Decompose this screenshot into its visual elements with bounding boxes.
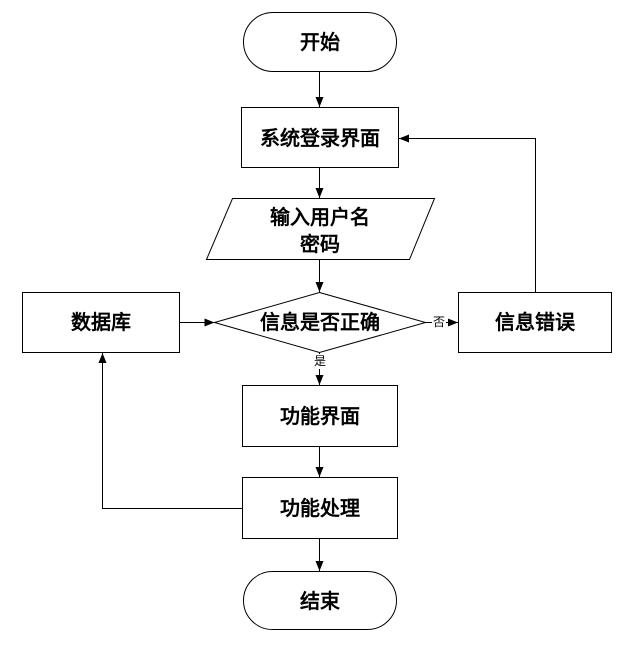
arrow-process-to-database bbox=[98, 353, 242, 509]
edge-label-no-background bbox=[432, 314, 446, 331]
arrow-error-to-login bbox=[399, 134, 536, 292]
check-label: 信息是否正确 bbox=[260, 310, 380, 334]
start-terminal: 开始 bbox=[243, 12, 397, 72]
edge-label-no: 否 bbox=[432, 314, 446, 331]
function-ui-box-shape bbox=[242, 385, 398, 447]
input-parallelogram-shape bbox=[205, 198, 436, 260]
function-process-label: 功能处理 bbox=[280, 496, 360, 520]
edge-label-yes-background bbox=[312, 354, 327, 369]
database-box-shape bbox=[22, 292, 180, 353]
function-ui-label: 功能界面 bbox=[280, 404, 360, 428]
error-box-shape bbox=[458, 292, 612, 353]
check-diamond-shape bbox=[212, 291, 428, 354]
edge-label-no-text: 否 bbox=[433, 315, 445, 329]
end-label: 结束 bbox=[300, 589, 341, 613]
end-terminal: 结束 bbox=[243, 571, 397, 630]
input-label-line1: 输入用户名 bbox=[270, 205, 370, 229]
error-label: 信息错误 bbox=[495, 310, 576, 334]
edge-label-yes: 是 bbox=[312, 354, 327, 369]
start-terminal-shape bbox=[243, 12, 397, 72]
login-box-shape bbox=[241, 107, 399, 168]
database-box: 数据库 bbox=[22, 292, 180, 353]
input-parallelogram: 输入用户名 密码 bbox=[205, 198, 436, 260]
database-label: 数据库 bbox=[71, 310, 131, 334]
login-box: 系统登录界面 bbox=[241, 107, 399, 168]
end-terminal-shape bbox=[243, 571, 397, 630]
error-box: 信息错误 bbox=[458, 292, 612, 353]
function-process-box: 功能处理 bbox=[242, 477, 398, 539]
check-diamond: 信息是否正确 bbox=[212, 291, 428, 354]
function-ui-box: 功能界面 bbox=[242, 385, 398, 447]
edge-label-yes-text: 是 bbox=[314, 354, 326, 368]
login-label: 系统登录界面 bbox=[260, 126, 380, 150]
input-label-line2: 密码 bbox=[300, 232, 340, 256]
start-label: 开始 bbox=[300, 30, 340, 54]
function-process-box-shape bbox=[242, 477, 398, 539]
